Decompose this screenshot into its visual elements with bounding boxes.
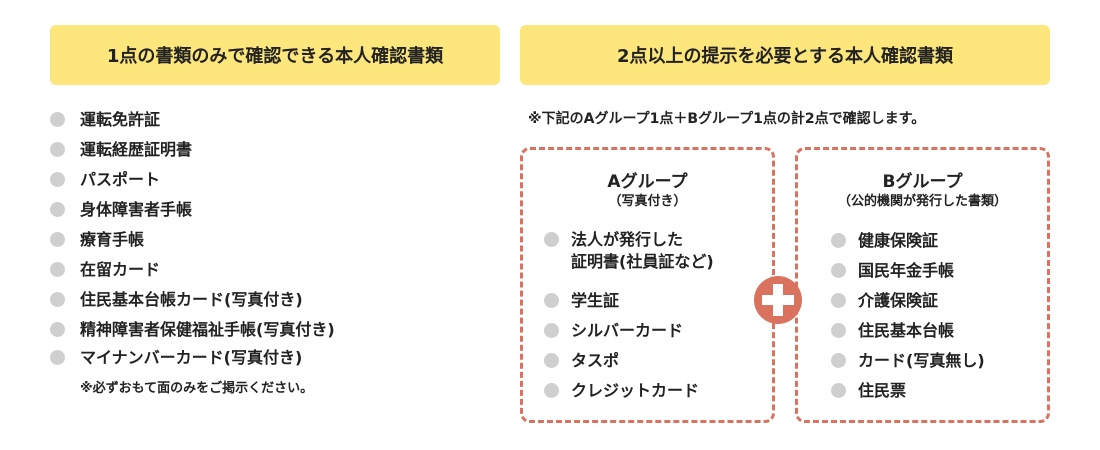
list-item: 在留カード <box>50 259 160 281</box>
item-label: 運転経歴証明書 <box>80 140 193 159</box>
group-b-title: Bグループ <box>882 172 963 192</box>
group-a-subtitle: （写真付き） <box>608 194 687 209</box>
item-label: 住民基本台帳 <box>858 321 955 340</box>
group-b-box: Bグループ （公的機関が発行した書類） 健康保険証 国民年金手帳 介護保険証 住… <box>795 147 1050 423</box>
bullet-icon <box>831 293 846 308</box>
list-item: 療育手帳 <box>50 229 144 251</box>
list-item: 健康保険証 <box>831 230 938 252</box>
list-item: 精神障害者保健福祉手帳(写真付き) <box>50 319 335 341</box>
bullet-icon <box>50 292 65 307</box>
bullet-icon <box>831 233 846 248</box>
bullet-icon <box>50 322 65 337</box>
bullet-icon <box>544 353 559 368</box>
item-label: カード(写真無し) <box>858 351 985 370</box>
bullet-icon <box>831 383 846 398</box>
bullet-icon <box>544 232 559 247</box>
list-item: 運転経歴証明書 <box>50 139 192 161</box>
bullet-icon <box>50 232 65 247</box>
item-label: シルバーカード <box>571 321 684 340</box>
list-item: 介護保険証 <box>831 290 938 312</box>
list-item: マイナンバーカード(写真付き) <box>50 347 302 369</box>
list-item: 住民基本台帳 <box>831 320 954 342</box>
item-label: マイナンバーカード(写真付き) <box>80 348 303 367</box>
list-item: 学生証 <box>544 290 619 312</box>
bullet-icon <box>50 142 65 157</box>
list-item: タスポ <box>544 350 619 372</box>
list-item: パスポート <box>50 169 160 191</box>
item-label: 健康保険証 <box>858 231 939 250</box>
bullet-icon <box>50 350 65 365</box>
item-label: タスポ <box>571 351 620 370</box>
item-label: 住民票 <box>858 381 907 400</box>
item-label: クレジットカード <box>571 381 700 400</box>
bullet-icon <box>831 353 846 368</box>
item-label: 在留カード <box>80 260 161 279</box>
group-b-subtitle: （公的機関が発行した書類） <box>837 194 1007 209</box>
item-label: 学生証 <box>571 291 620 310</box>
item-label: 身体障害者手帳 <box>80 200 193 219</box>
bullet-icon <box>50 172 65 187</box>
group-a-title: Aグループ <box>607 172 688 192</box>
item-label: 国民年金手帳 <box>858 261 955 280</box>
bullet-icon <box>544 383 559 398</box>
bullet-icon <box>544 293 559 308</box>
group-a-box: Aグループ （写真付き） 法人が発行した 証明書(社員証など) 学生証 シルバー… <box>520 147 775 423</box>
single-document-header: 1点の書類のみで確認できる本人確認書類 <box>50 25 500 85</box>
list-item: 住民基本台帳カード(写真付き) <box>50 289 303 311</box>
bullet-icon <box>50 262 65 277</box>
list-item: 法人が発行した 証明書(社員証など) <box>544 229 714 273</box>
list-item: 国民年金手帳 <box>831 260 954 282</box>
item-label: 介護保険証 <box>858 291 939 310</box>
plus-icon <box>754 276 802 324</box>
multiple-documents-header: 2点以上の提示を必要とする本人確認書類 <box>520 25 1050 85</box>
item-label: 住民基本台帳カード(写真付き) <box>80 290 303 309</box>
list-item: シルバーカード <box>544 320 683 342</box>
combination-note: ※下記のAグループ1点＋Bグループ1点の計2点で確認します。 <box>528 111 926 127</box>
list-item: カード(写真無し) <box>831 350 985 372</box>
bullet-icon <box>831 323 846 338</box>
list-item: クレジットカード <box>544 380 699 402</box>
item-label: 法人が発行した 証明書(社員証など) <box>571 230 714 271</box>
item-label: 精神障害者保健福祉手帳(写真付き) <box>80 320 335 339</box>
list-item: 身体障害者手帳 <box>50 199 192 221</box>
item-label: 療育手帳 <box>80 230 145 249</box>
item-label: 運転免許証 <box>80 110 161 129</box>
front-side-note: ※必ずおもて面のみをご掲示ください。 <box>80 381 314 396</box>
bullet-icon <box>50 202 65 217</box>
bullet-icon <box>50 112 65 127</box>
list-item: 住民票 <box>831 380 906 402</box>
bullet-icon <box>831 263 846 278</box>
list-item: 運転免許証 <box>50 109 160 131</box>
bullet-icon <box>544 323 559 338</box>
item-label: パスポート <box>80 170 161 189</box>
